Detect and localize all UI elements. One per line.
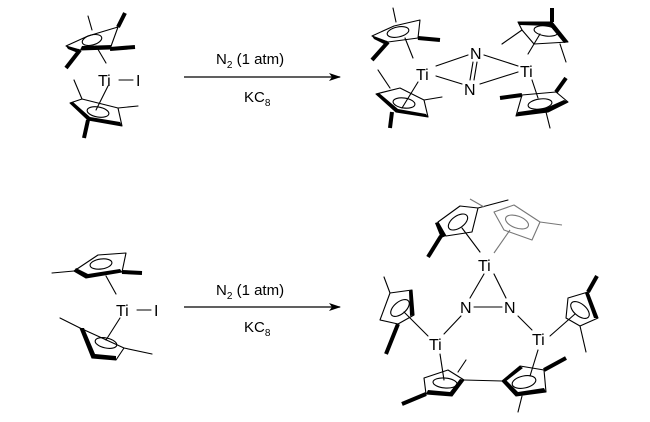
reagent-above-2: N2 (1 atm) [216,282,284,302]
titanium-label-2: Ti [116,303,129,320]
titanium-left-label-2: Ti [429,337,442,354]
nitrogen-top-label: N [470,46,482,63]
titanium-right-label: Ti [520,64,533,81]
nitrogen-bottom-label: N [464,82,476,99]
reagent-below: KC8 [244,89,271,109]
cp-ring-top [64,12,136,70]
nitrogen-right-label: N [504,300,516,317]
reaction-conditions-1: N2 (1 atm) KC8 [184,51,341,109]
reagent-below-2: KC8 [244,319,271,339]
titanium-left-label: Ti [416,67,429,84]
product-2-complex: Ti N N Ti Ti [379,198,599,413]
cp-ring-bottom [69,79,139,139]
product-1-complex: Ti Ti N N [370,7,569,129]
reagent-above: N2 (1 atm) [216,51,284,71]
reactant-2-complex: Ti I [51,252,158,361]
titanium-right-label-2: Ti [532,332,545,349]
titanium-label: Ti [98,73,111,90]
reaction-2: Ti I N2 (1 atm) KC8 Ti [51,198,599,413]
nitrogen-left-label: N [460,300,472,317]
iodine-label: I [136,73,140,90]
titanium-top-label: Ti [478,258,491,275]
reaction-conditions-2: N2 (1 atm) KC8 [184,282,341,339]
reaction-1: Ti I N2 (1 atm) KC8 [64,7,569,139]
iodine-label-2: I [154,303,158,320]
reactant-1-complex: Ti I [64,12,140,139]
